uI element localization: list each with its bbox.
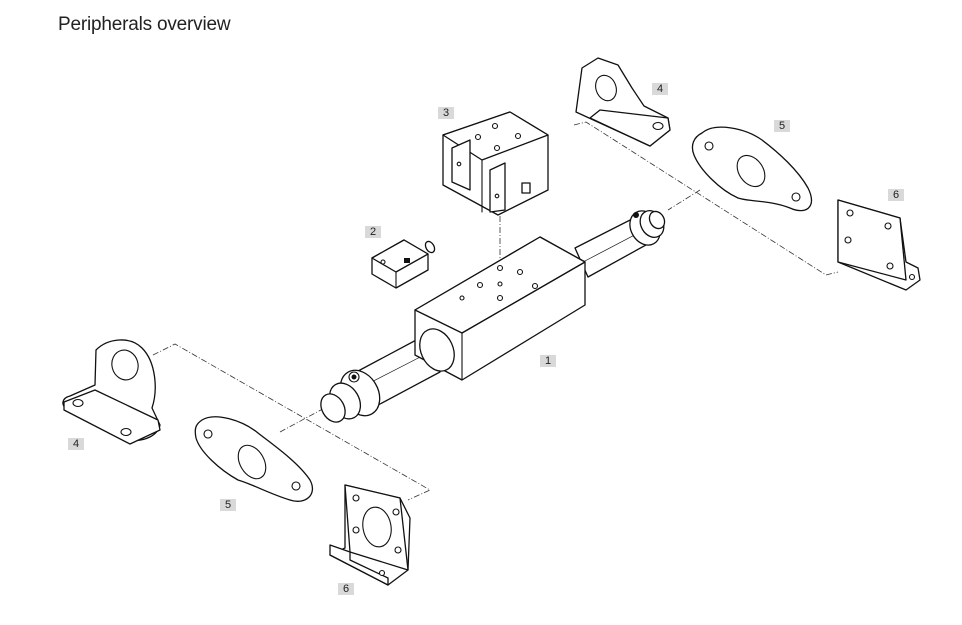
part-5-flange-left [194, 416, 314, 502]
part-5-flange-right [691, 126, 813, 212]
page-title: Peripherals overview [58, 14, 231, 35]
callout-5-left: 5 [220, 499, 236, 511]
part-6-plate-right [837, 199, 921, 291]
part-2-proximity-sensor [371, 239, 436, 289]
part-4-foot-mounting-left [62, 339, 161, 445]
callout-1: 1 [540, 355, 556, 367]
callout-6-right: 6 [888, 189, 904, 201]
part-4-foot-mounting-right [575, 57, 671, 147]
part-3-bracket [442, 111, 549, 216]
part-6-plate-left [329, 484, 411, 586]
callout-2: 2 [365, 226, 381, 238]
part-1-linear-drive [320, 210, 666, 423]
callout-5-right: 5 [774, 120, 790, 132]
callout-4-left: 4 [68, 438, 84, 450]
callout-6-left: 6 [338, 583, 354, 595]
callout-4-right: 4 [652, 83, 668, 95]
callout-3: 3 [438, 107, 454, 119]
